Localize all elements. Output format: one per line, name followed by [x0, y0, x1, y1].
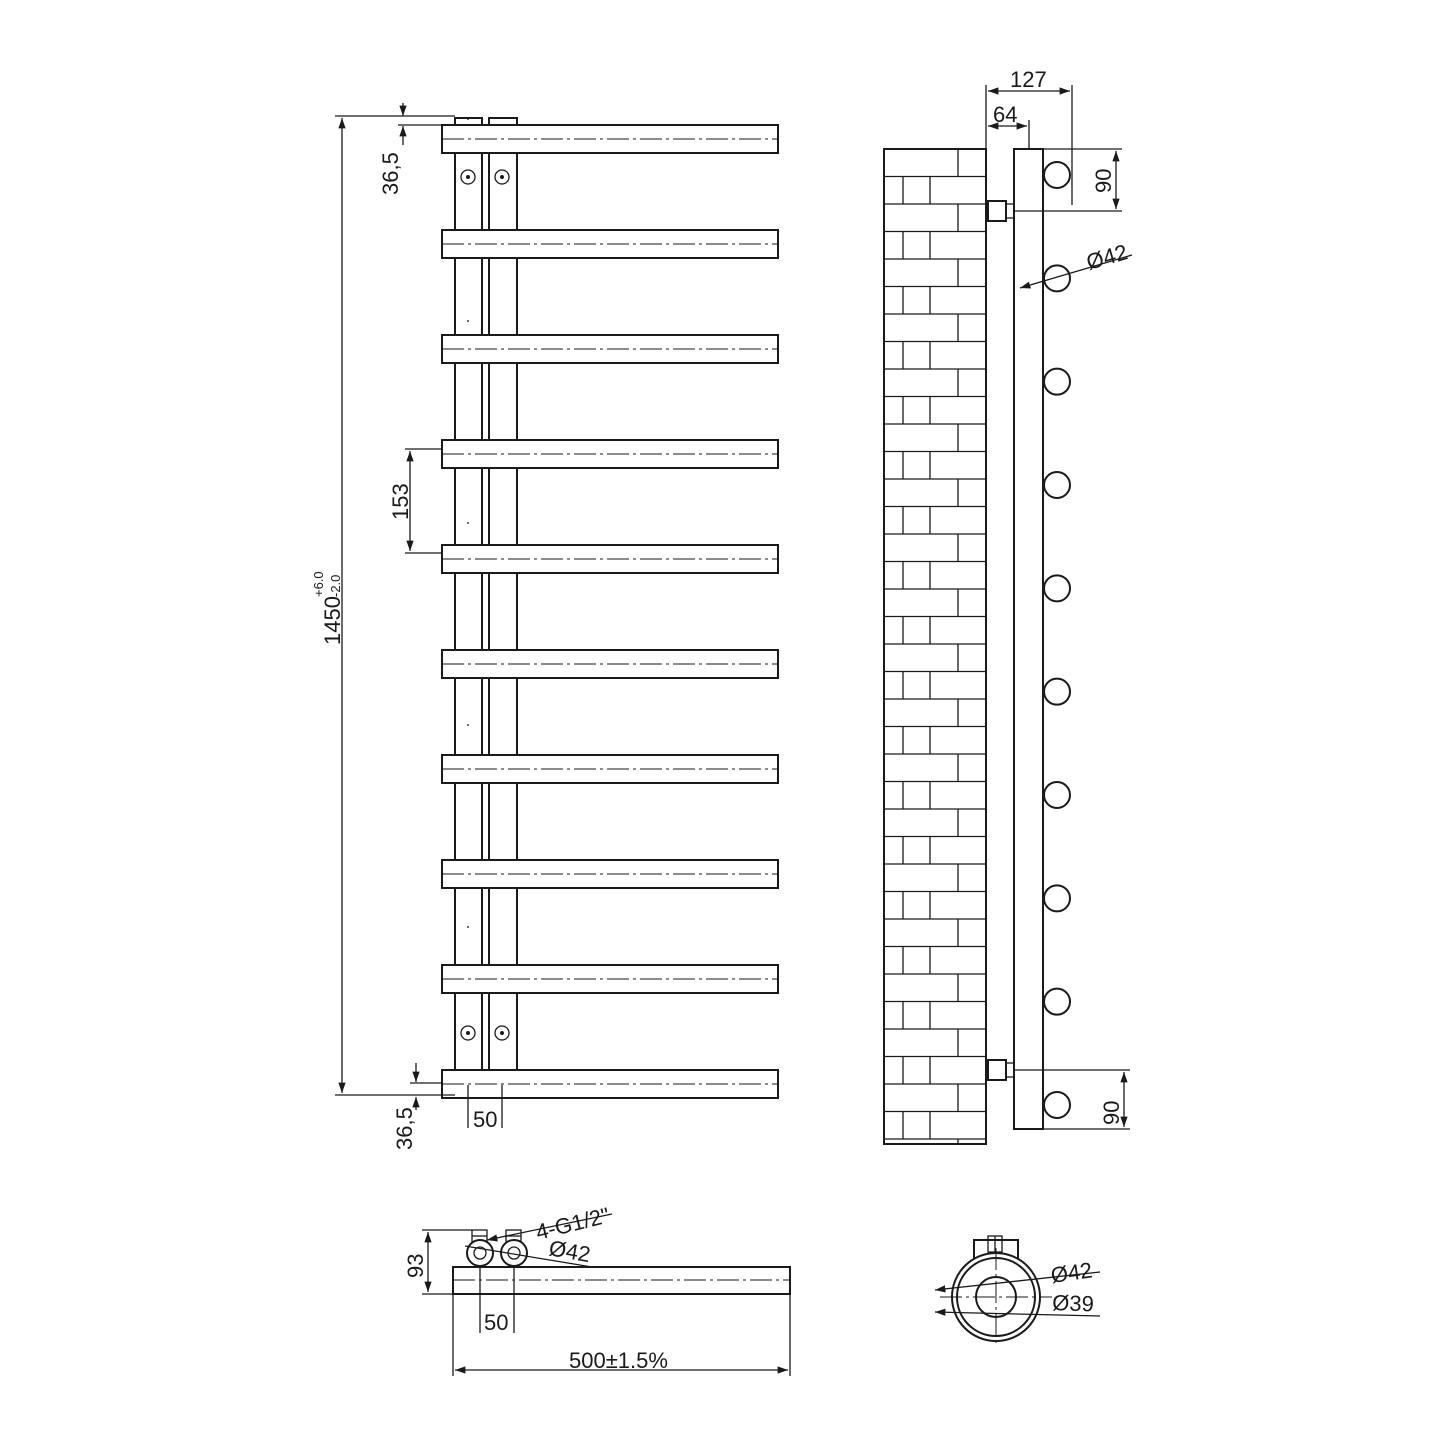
plan-column-spacing-label: 50	[484, 1310, 508, 1335]
tube-section	[1043, 264, 1071, 293]
side-view: 127 64 90 Ø42 90	[883, 67, 1133, 1145]
width-label: 500±1.5%	[569, 1348, 668, 1373]
total-height-label: 1450	[320, 596, 345, 645]
bar-pitch-label: 153	[388, 483, 413, 520]
height-tol-plus: +6.0	[311, 571, 326, 597]
tube-section	[1043, 367, 1071, 396]
tube-section	[1043, 1091, 1071, 1119]
height-tol-minus: -2.0	[328, 575, 343, 597]
section-view: Ø42 Ø39	[934, 1235, 1101, 1346]
bracket-marks	[460, 169, 510, 1041]
outer-diameter-label: Ø42	[1049, 1257, 1094, 1288]
side-column	[1013, 148, 1044, 1130]
connection-height-label: 93	[403, 1254, 428, 1278]
depth-total-label: 127	[1010, 67, 1047, 92]
tube-section	[1043, 987, 1071, 1016]
top-offset-label: 36,5	[378, 152, 403, 195]
left-column	[454, 117, 483, 1096]
brick-wall	[883, 148, 987, 1145]
tube-section	[1043, 574, 1071, 603]
wall-to-column-label: 64	[993, 102, 1017, 127]
column-spacing-label: 50	[473, 1107, 497, 1132]
bottom-tube-offset-label: 90	[1099, 1101, 1124, 1125]
plan-column-diameter-label: Ø42	[547, 1235, 592, 1267]
tube-diameter-label: Ø42	[1083, 239, 1130, 274]
top-tube-offset-label: 90	[1091, 169, 1116, 193]
plan-view: 93 4-G1/2" Ø42 50 500±1.5%	[403, 1202, 791, 1376]
front-bars	[441, 124, 779, 1099]
bottom-offset-label: 36,5	[392, 1107, 417, 1150]
tube-section	[1043, 471, 1071, 499]
tube-section	[1043, 161, 1071, 189]
tube-section	[1043, 884, 1071, 913]
tube-section	[1043, 677, 1071, 706]
front-view: 1450 +6.0 -2.0 36,5 153 36,5 50	[311, 103, 779, 1150]
side-tubes	[1043, 161, 1071, 1119]
inner-diameter-label: Ø39	[1052, 1290, 1094, 1316]
right-column	[488, 117, 518, 1096]
tube-section	[1043, 781, 1071, 809]
